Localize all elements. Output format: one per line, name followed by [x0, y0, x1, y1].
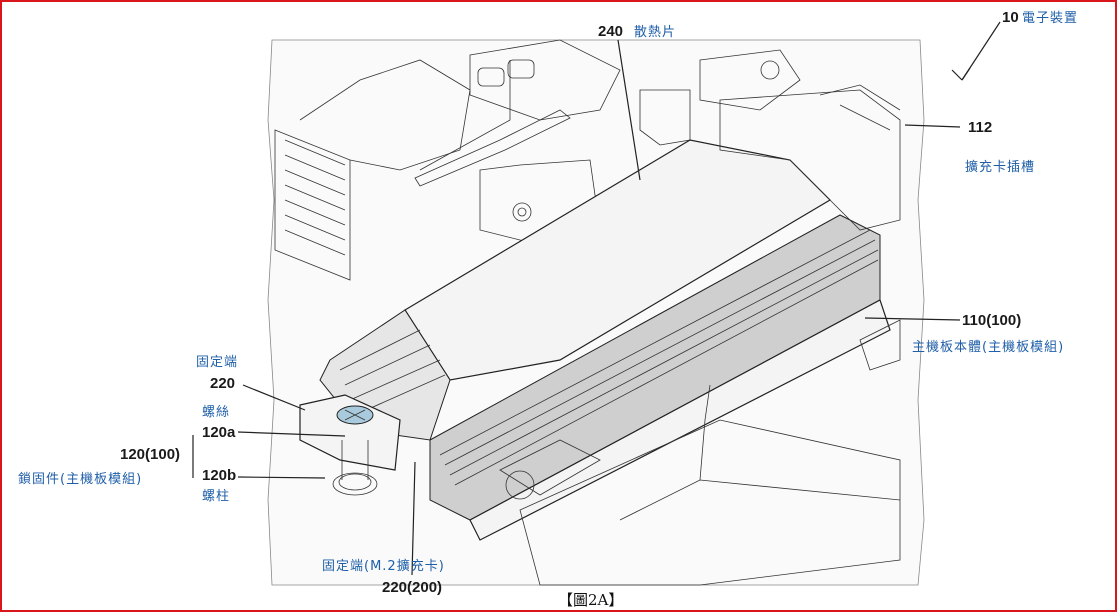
figure-caption: 【圖2A】: [558, 591, 623, 609]
label-heatsink-text: 散熱片: [634, 25, 676, 40]
label-lock-a: 120a: [202, 424, 236, 441]
upper-mechanism-art: [414, 39, 801, 251]
label-body-text: 主機板本體(主機板模組): [912, 340, 1064, 355]
label-post-text: 螺柱: [202, 489, 230, 504]
label-fixed-end-text: 固定端: [196, 355, 238, 370]
label-lock-num: 120(100): [120, 446, 180, 463]
label-body-num: 110(100): [962, 312, 1021, 329]
leader-lines: [192, 21, 1001, 576]
label-lock-text: 鎖固件(主機板模組): [18, 471, 142, 487]
label-heatsink-num: 240: [598, 23, 623, 40]
label-card-end-text: 固定端(M.2擴充卡): [322, 558, 445, 574]
label-fixed-end-num: 220: [210, 375, 235, 392]
label-device-num: 10: [1002, 9, 1019, 26]
label-slot-num: 112: [968, 119, 992, 136]
label-card-end-num: 220(200): [382, 579, 442, 596]
label-lock-b: 120b: [202, 467, 236, 484]
label-device-text: 電子裝置: [1022, 11, 1078, 26]
label-screw-text: 螺絲: [202, 405, 230, 420]
heatsink-assembly: [319, 84, 901, 541]
label-slot-text: 擴充卡插槽: [965, 159, 1035, 175]
lower-board-art: [499, 319, 901, 586]
screw-post-assembly: [299, 394, 401, 496]
